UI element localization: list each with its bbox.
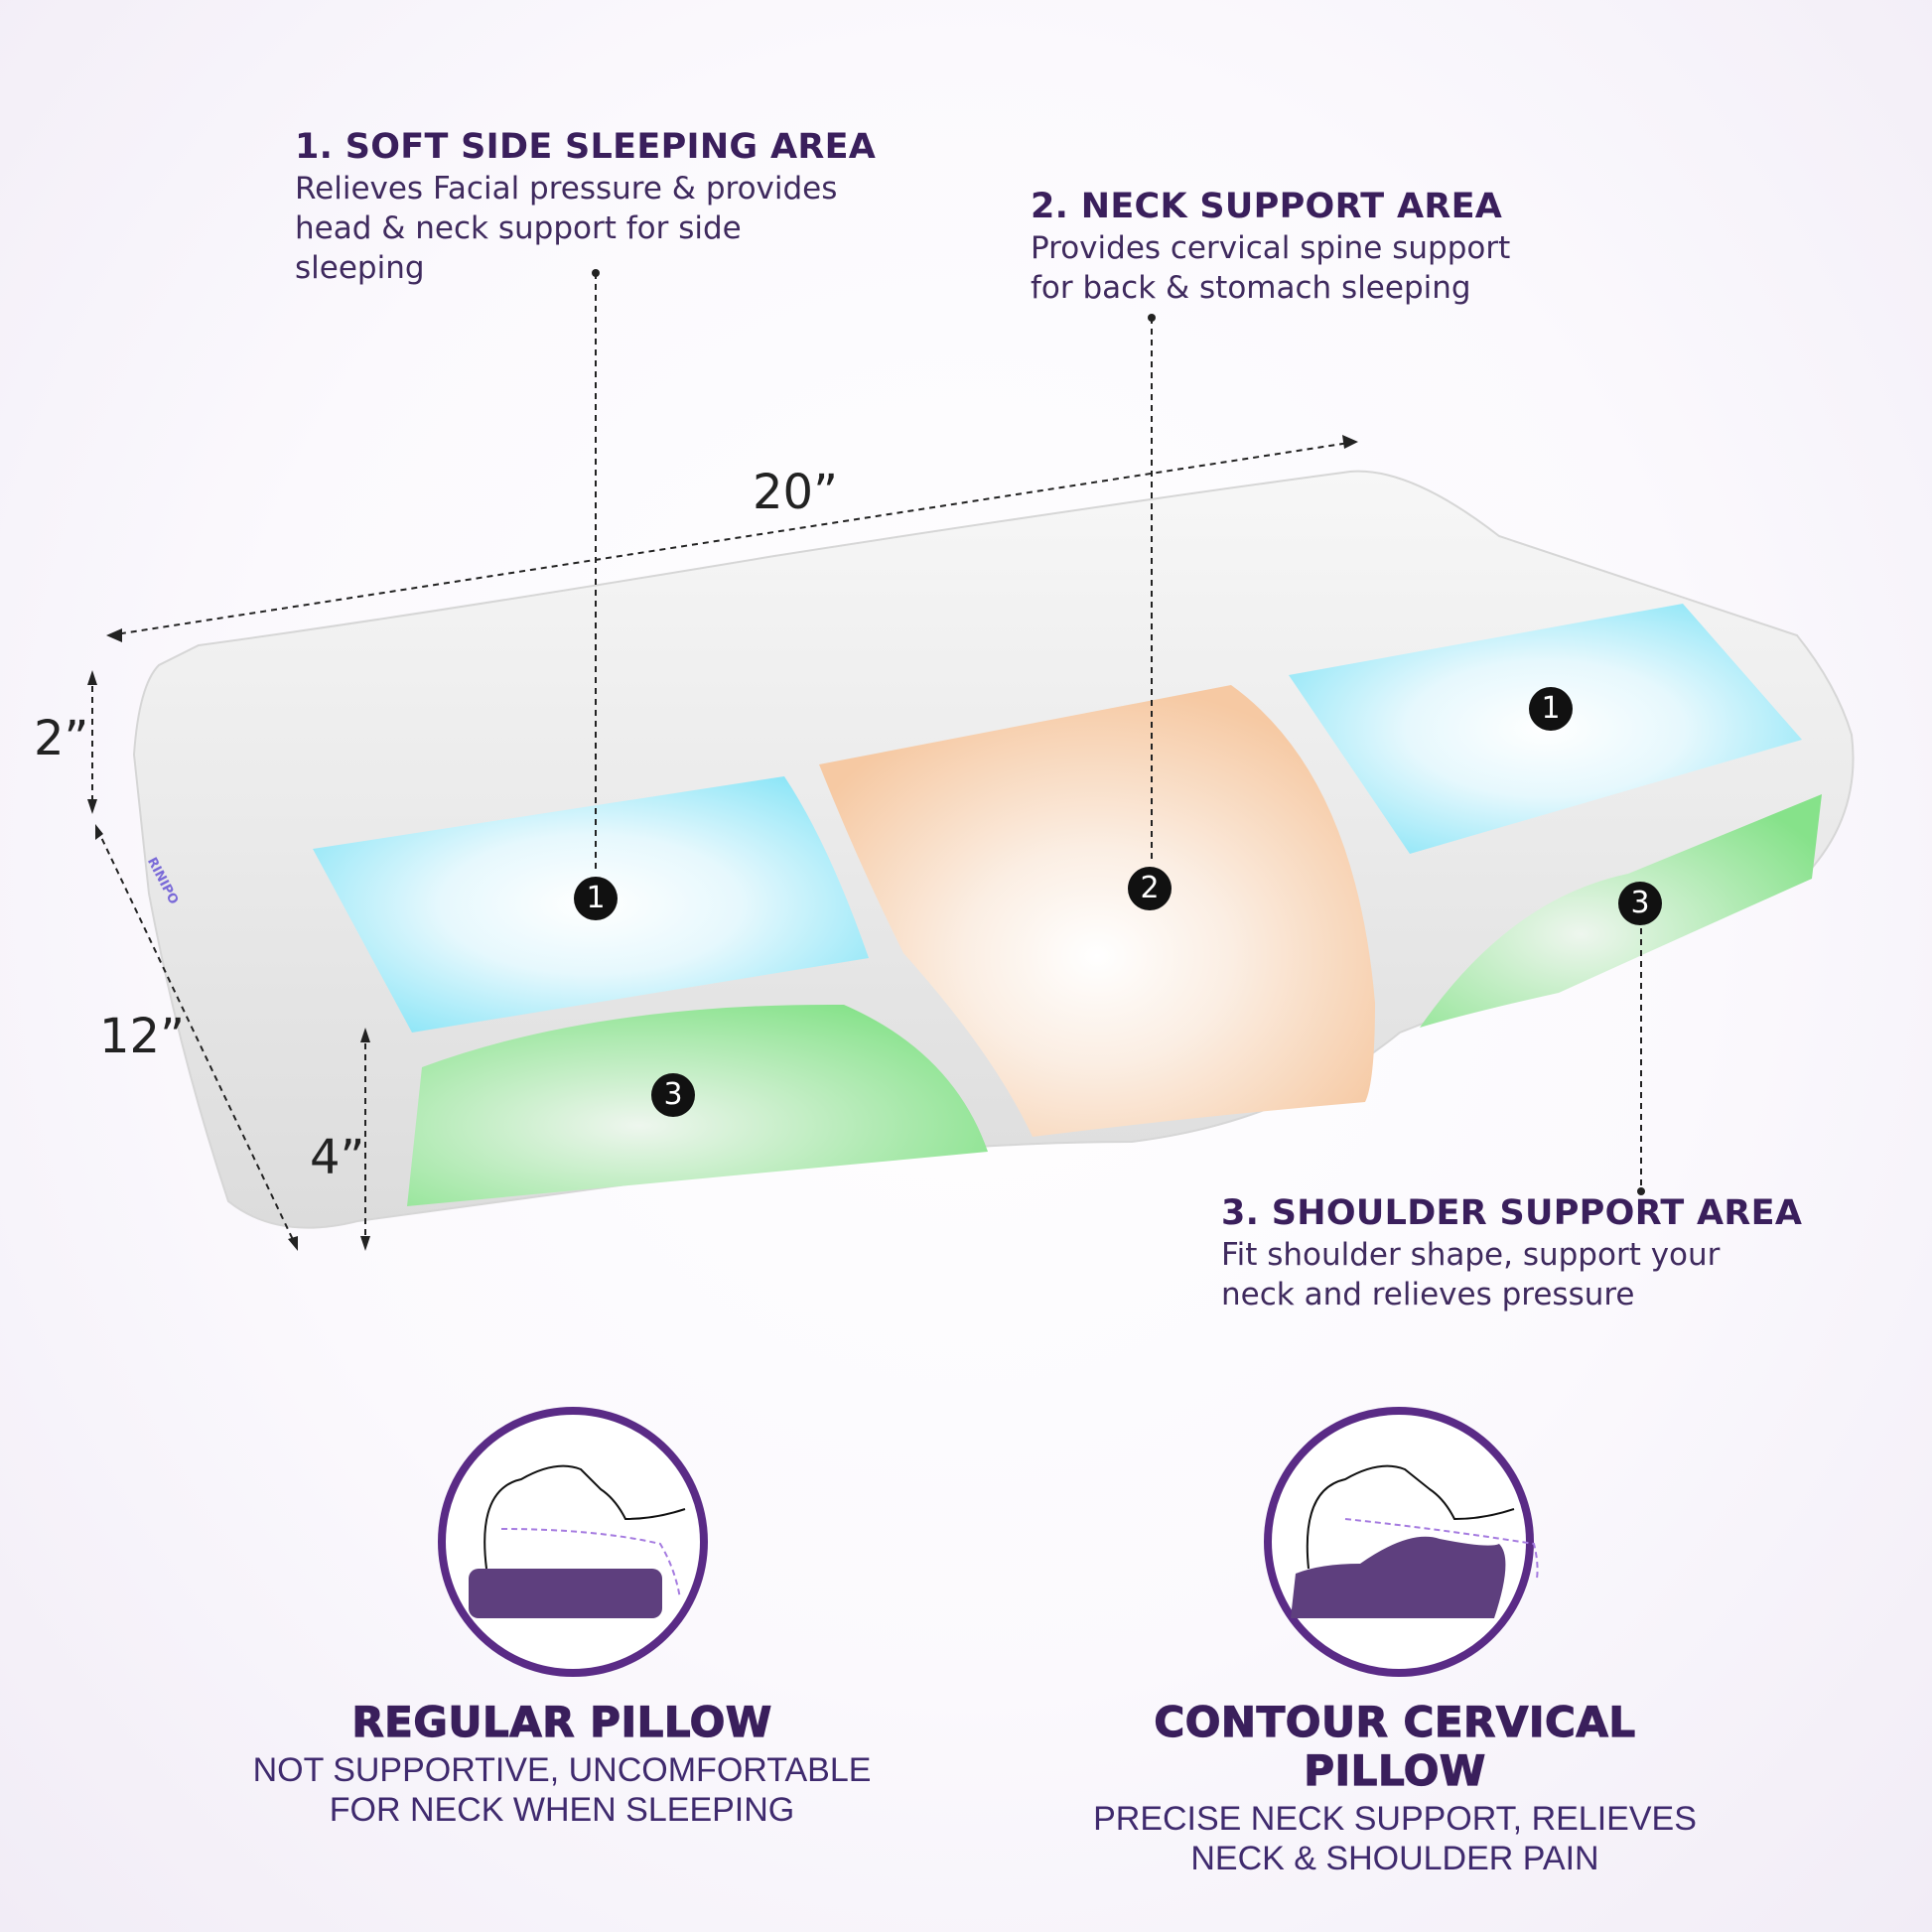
zone-marker-1-right: 1 [1529, 687, 1573, 731]
callout-neck-support-area: 2. NECK SUPPORT AREA Provides cervical s… [1031, 187, 1510, 308]
contour-pillow-illustration [1264, 1407, 1539, 1677]
callout-title: 1. SOFT SIDE SLEEPING AREA [295, 127, 877, 167]
callout-text: neck and relieves pressure [1221, 1277, 1635, 1312]
caption-text: NECK & SHOULDER PAIN [1190, 1840, 1599, 1877]
length-dimension-line [108, 441, 1356, 636]
zone-marker-3-right: 3 [1618, 882, 1662, 925]
callout-text: sleeping [295, 250, 425, 286]
zone-marker-1-left: 1 [574, 877, 618, 920]
neck-area [819, 685, 1375, 1137]
contour-pillow-title: CONTOUR CERVICAL PILLOW [1154, 1697, 1636, 1795]
dimension-height-side: 4” [310, 1130, 365, 1185]
zone-marker-3-left: 3 [651, 1073, 695, 1117]
dimension-width: 12” [99, 1009, 185, 1064]
callout-soft-side-area: 1. SOFT SIDE SLEEPING AREA Relieves Faci… [295, 127, 876, 288]
dimension-length: 20” [753, 465, 838, 520]
callout-text: head & neck support for side [295, 210, 742, 246]
regular-pillow-title: REGULAR PILLOW [351, 1697, 772, 1746]
caption-text: FOR NECK WHEN SLEEPING [329, 1791, 795, 1829]
shoulder-area-left [407, 1004, 988, 1206]
callout-text: Provides cervical spine support [1031, 230, 1511, 266]
caption-text: NOT SUPPORTIVE, UNCOMFORTABLE [252, 1751, 872, 1789]
dimension-height-top: 2” [34, 711, 89, 766]
width-dimension-line [96, 828, 297, 1247]
contour-pillow-caption: CONTOUR CERVICAL PILLOW PRECISE NECK SUP… [1077, 1697, 1713, 1878]
callout-title: 2. NECK SUPPORT AREA [1031, 187, 1503, 226]
callout-shoulder-support-area: 3. SHOULDER SUPPORT AREA Fit shoulder sh… [1221, 1193, 1802, 1314]
callout-title: 3. SHOULDER SUPPORT AREA [1221, 1193, 1803, 1233]
callout-text: Relieves Facial pressure & provides [295, 171, 838, 207]
callout-text: for back & stomach sleeping [1031, 270, 1471, 306]
regular-pillow-caption: REGULAR PILLOW NOT SUPPORTIVE, UNCOMFORT… [244, 1697, 880, 1830]
regular-pillow-illustration [438, 1407, 708, 1677]
zone-marker-2: 2 [1128, 867, 1172, 910]
callout-text: Fit shoulder shape, support your [1221, 1237, 1721, 1273]
caption-text: PRECISE NECK SUPPORT, RELIEVES [1093, 1800, 1697, 1838]
